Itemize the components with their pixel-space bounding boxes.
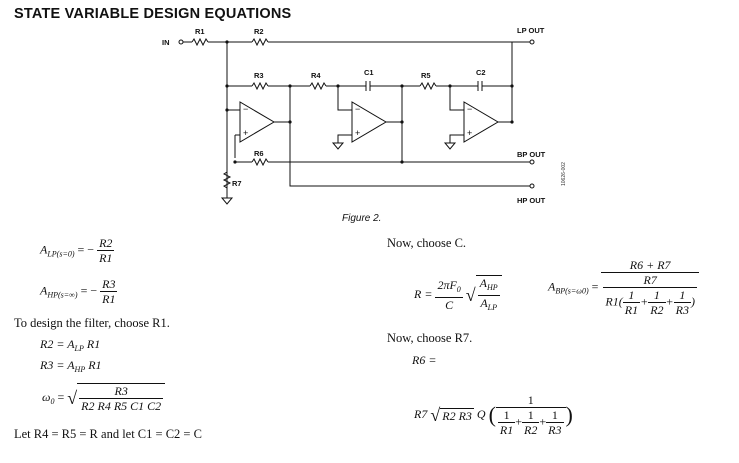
- in-terminal: [178, 39, 184, 45]
- label-c1: C1: [364, 68, 374, 77]
- figure-code: 10626-002: [561, 162, 567, 186]
- eq-r2: R2 = ALP R1: [40, 337, 101, 353]
- label-r2: R2: [254, 27, 264, 36]
- eq-r6: R6 =: [412, 353, 437, 367]
- label-in: IN: [162, 38, 170, 47]
- label-hp-out: HP OUT: [517, 196, 546, 205]
- bp-out-terminal: [529, 159, 535, 165]
- resistor-r4: [309, 81, 327, 91]
- eq-r3: R3 = AHP R1: [40, 358, 102, 374]
- page-title: STATE VARIABLE DESIGN EQUATIONS: [14, 6, 292, 22]
- opamp-2: [351, 101, 387, 143]
- label-bp-out: BP OUT: [517, 150, 546, 159]
- resistor-r2: [251, 37, 269, 47]
- svg-text:−: −: [467, 104, 472, 114]
- label-r3: R3: [254, 71, 264, 80]
- circuit-diagram: IN R1 R2 LP OUT R3 − + R4 C1 − + R5: [162, 26, 546, 205]
- svg-text:−: −: [355, 104, 360, 114]
- text-choose-c: Now, choose C.: [387, 236, 467, 250]
- opamp-1: [239, 101, 275, 143]
- resistor-r7: [222, 171, 232, 189]
- hp-out-terminal: [529, 183, 535, 189]
- ground-3: [220, 197, 234, 205]
- label-r7: R7: [232, 179, 242, 188]
- text-let: Let R4 = R5 = R and let C1 = C2 = C: [14, 427, 202, 441]
- text-choose-r7: Now, choose R7.: [387, 331, 473, 345]
- svg-text:+: +: [467, 128, 472, 138]
- resistor-r5: [419, 81, 437, 91]
- figure-caption: Figure 2.: [342, 213, 382, 224]
- label-lp-out: LP OUT: [517, 26, 545, 35]
- resistor-r1: [191, 37, 209, 47]
- label-r4: R4: [311, 71, 321, 80]
- resistor-r3: [251, 81, 269, 91]
- label-c2: C2: [476, 68, 486, 77]
- capacitor-c2: [477, 81, 483, 91]
- opamp-3: [463, 101, 499, 143]
- label-r5: R5: [421, 71, 431, 80]
- ground-2: [443, 142, 457, 150]
- text-choose-r1: To design the filter, choose R1.: [14, 316, 170, 330]
- lp-out-terminal: [529, 39, 535, 45]
- label-r1: R1: [195, 27, 205, 36]
- label-r6: R6: [254, 149, 264, 158]
- capacitor-c1: [365, 81, 371, 91]
- svg-text:−: −: [243, 104, 248, 114]
- ground-1: [331, 142, 345, 150]
- svg-text:+: +: [243, 128, 248, 138]
- svg-text:+: +: [355, 128, 360, 138]
- resistor-r6: [251, 157, 269, 167]
